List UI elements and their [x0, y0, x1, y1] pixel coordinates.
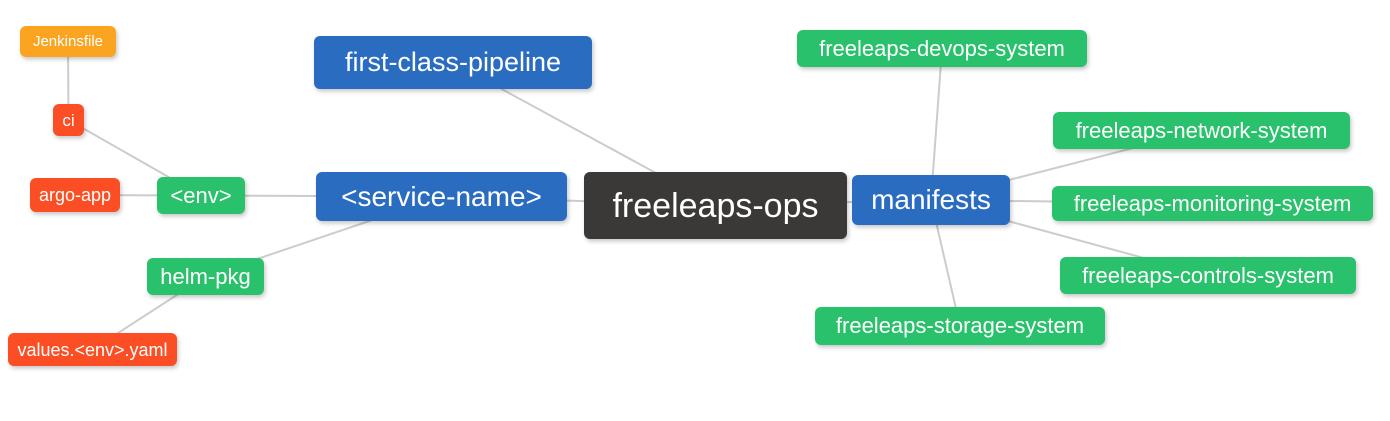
- node-network-system[interactable]: freeleaps-network-system: [1053, 112, 1350, 149]
- node-devops-system[interactable]: freeleaps-devops-system: [797, 30, 1087, 67]
- node-monitoring-system[interactable]: freeleaps-monitoring-system: [1052, 186, 1373, 221]
- node-storage-system[interactable]: freeleaps-storage-system: [815, 307, 1105, 345]
- node-jenkinsfile[interactable]: Jenkinsfile: [20, 26, 116, 57]
- node-controls-system[interactable]: freeleaps-controls-system: [1060, 257, 1356, 294]
- node-manifests[interactable]: manifests: [852, 175, 1010, 225]
- node-values-env-yaml[interactable]: values.<env>.yaml: [8, 333, 177, 366]
- node-env[interactable]: <env>: [157, 177, 245, 214]
- node-helm-pkg[interactable]: helm-pkg: [147, 258, 264, 295]
- node-first-class-pipeline[interactable]: first-class-pipeline: [314, 36, 592, 89]
- node-ci[interactable]: ci: [53, 104, 84, 136]
- edge-manifests--devops-system: [930, 48, 943, 201]
- node-argo-app[interactable]: argo-app: [30, 178, 120, 212]
- node-service-name[interactable]: <service-name>: [316, 172, 567, 221]
- node-freeleaps-ops[interactable]: freeleaps-ops: [584, 172, 847, 239]
